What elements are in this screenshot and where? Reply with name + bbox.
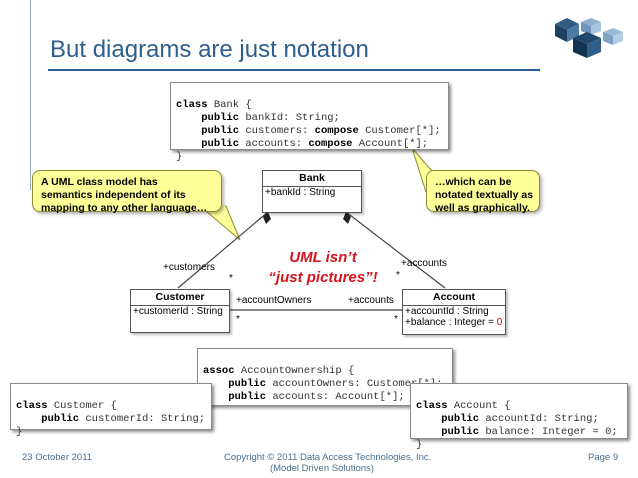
- code-line: assoc AccountOwnership {: [203, 365, 355, 377]
- cube-logo-icon: [555, 18, 623, 58]
- multiplicity-label: *: [394, 314, 398, 325]
- callout-line: …which can be: [435, 176, 512, 188]
- account-code-block: class Account { public accountId: String…: [410, 383, 628, 451]
- code-text: accountId: String;: [485, 413, 599, 425]
- company-text: (Model Driven Solutions): [269, 463, 374, 474]
- code-line: public customers: compose Customer[*];: [201, 125, 441, 137]
- account-owners-role-label: +accountOwners: [236, 295, 312, 306]
- notation-callout: …which can be notated textually as well …: [426, 170, 540, 214]
- multiplicity-label: *: [236, 314, 240, 325]
- copyright-text: Copyright © 2011 Data Access Technologie…: [224, 452, 432, 463]
- callout-line: A UML class model has: [41, 176, 158, 188]
- code-line: public accounts: compose Account[*];: [201, 138, 429, 150]
- bank-class-box: Bank +bankId : String: [262, 170, 362, 213]
- customers-role-label: +customers: [163, 262, 215, 273]
- accounts-role-label: +accounts: [401, 258, 447, 269]
- bank-code-block: class Bank { public bankId: String; publ…: [170, 82, 449, 163]
- attribute-text: +balance : Integer =: [405, 317, 497, 328]
- code-text: Customer[*];: [358, 125, 441, 137]
- code-text: balance: Integer = 0;: [485, 426, 618, 438]
- code-text: Bank {: [213, 99, 252, 111]
- class-attribute: +customerId : String: [133, 306, 223, 317]
- multiplicity-label: *: [396, 270, 400, 281]
- code-line: public accounts: Account[*];: [228, 391, 405, 403]
- left-vertical-rule: [30, 0, 31, 190]
- code-text: accounts: Account[*];: [272, 391, 405, 403]
- code-text: Account {: [453, 400, 511, 412]
- slide-title: But diagrams are just notation: [50, 36, 369, 63]
- class-attribute: +balance : Integer = 0: [403, 317, 505, 328]
- class-attribute: +accountId : String: [405, 306, 489, 317]
- customer-code-block: class Customer { public customerId: Stri…: [10, 383, 212, 438]
- code-line: public accountOwners: Customer[*];: [228, 378, 443, 390]
- code-text: accounts:: [245, 138, 309, 150]
- bank-customer-edge: [177, 211, 269, 289]
- code-line: public customerId: String;: [41, 413, 206, 425]
- emphasis-text: UML isn’t “just pictures”!: [258, 248, 388, 288]
- callout-line: well as graphically.: [435, 202, 530, 214]
- callout-line: semantics independent of its: [41, 189, 186, 201]
- multiplicity-label: *: [229, 273, 233, 284]
- code-text: customers:: [245, 125, 315, 137]
- code-line: public accountId: String;: [441, 413, 599, 425]
- class-attribute: +bankId : String: [265, 187, 336, 198]
- bank-customer-diamond: [263, 212, 271, 224]
- bank-account-diamond: [343, 212, 351, 224]
- callout-line: mapping to any other language…: [41, 202, 208, 214]
- emphasis-line: UML isn’t: [289, 249, 357, 266]
- code-text: AccountOwnership {: [240, 365, 355, 377]
- bank-account-edge: [345, 211, 446, 289]
- code-line: class Bank {: [176, 99, 252, 111]
- class-name: Account: [403, 290, 505, 306]
- callout-line: notated textually as: [435, 189, 534, 201]
- accounts-assoc-role-label: +accounts: [348, 295, 394, 306]
- code-line: }: [416, 439, 423, 451]
- code-line: class Customer {: [16, 400, 117, 412]
- customer-class-box: Customer +customerId : String: [130, 289, 230, 333]
- footer-date: 23 October 2011: [22, 452, 93, 463]
- code-line: public bankId: String;: [201, 112, 340, 124]
- code-line: }: [176, 151, 183, 163]
- semantics-callout: A UML class model has semantics independ…: [32, 170, 222, 214]
- emphasis-line: “just pictures”!: [268, 269, 378, 286]
- code-line: class Account {: [416, 400, 511, 412]
- footer-copyright: Copyright © 2011 Data Access Technologie…: [224, 452, 432, 474]
- code-text: Customer {: [53, 400, 117, 412]
- title-underline: [48, 69, 540, 71]
- class-name: Customer: [131, 290, 229, 306]
- code-line: }: [16, 426, 23, 438]
- code-text: bankId: String;: [245, 112, 340, 124]
- code-text: customerId: String;: [85, 413, 206, 425]
- class-name: Bank: [263, 171, 361, 187]
- default-value: 0: [496, 317, 503, 328]
- code-text: accountOwners: Customer[*];: [272, 378, 443, 390]
- code-text: Account[*];: [352, 138, 429, 150]
- account-class-box: Account +accountId : String +balance : I…: [402, 289, 506, 335]
- code-line: public balance: Integer = 0;: [441, 426, 618, 438]
- footer-page-number: Page 9: [588, 452, 619, 463]
